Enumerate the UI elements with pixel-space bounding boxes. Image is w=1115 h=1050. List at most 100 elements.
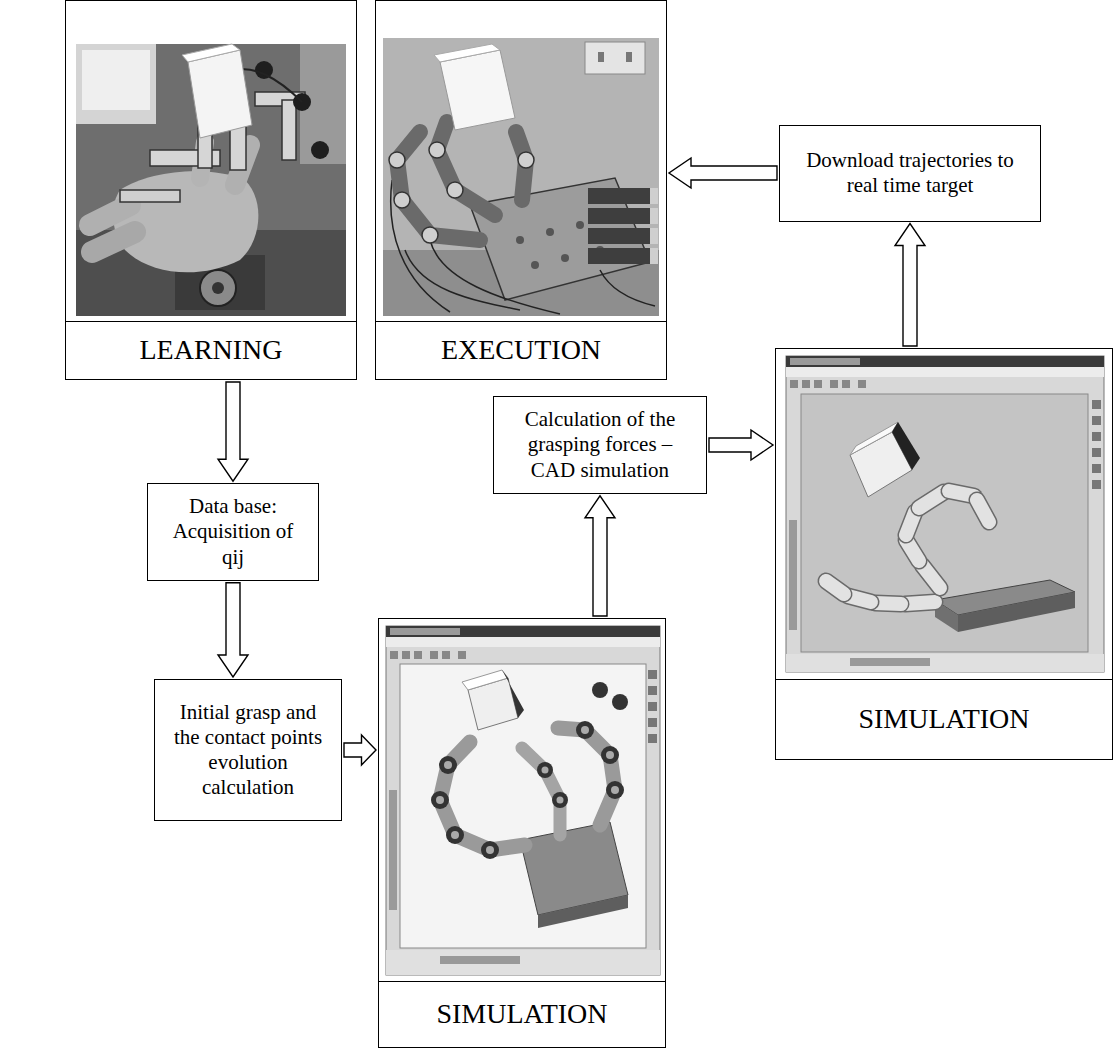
execution-photo-part xyxy=(394,192,410,208)
simulation-screenshot-part xyxy=(648,686,657,695)
simulation-screenshot-part xyxy=(386,626,660,975)
simulation-screenshot-part xyxy=(814,380,822,388)
execution-photo xyxy=(383,38,659,316)
simulation-screenshot-part xyxy=(1092,480,1101,489)
execution-photo-part xyxy=(585,42,645,74)
block-arrow xyxy=(344,735,376,765)
execution-photo-part xyxy=(383,38,659,316)
block-arrow xyxy=(585,496,615,616)
execution-photo-part xyxy=(447,182,463,198)
simulation-screenshot-part xyxy=(431,791,449,809)
simulation-screenshot-part-part xyxy=(919,492,944,508)
simulation-screenshot-part xyxy=(481,841,499,859)
label-bar: SIMULATION xyxy=(776,679,1112,759)
node-text: Data base: Acquisition of qij xyxy=(160,494,306,570)
execution-photo-part xyxy=(531,261,539,269)
simulation-screenshot-part xyxy=(612,694,628,710)
node-text: LEARNING xyxy=(139,335,282,366)
execution-photo-part xyxy=(576,221,584,229)
process-box: Initial grasp and the contact points evo… xyxy=(154,679,342,821)
execution-photo-part xyxy=(391,180,450,312)
simulation-screenshot-part xyxy=(790,380,798,388)
learning-photo-part xyxy=(188,50,252,138)
simulation-screenshot-part xyxy=(786,356,1104,672)
simulation-screenshot-part-part xyxy=(906,512,915,535)
simulation-screenshot-part xyxy=(389,790,397,910)
learning-photo-part xyxy=(200,270,236,306)
process-box: Calculation of the grasping forces – CAD… xyxy=(493,396,707,494)
execution-photo-part xyxy=(434,44,500,62)
learning-photo-part xyxy=(282,100,296,160)
simulation-screenshot-part xyxy=(786,367,1104,377)
simulation-screenshot-part-part xyxy=(905,602,935,604)
execution-photo-part xyxy=(546,228,554,236)
simulation-screenshot-part xyxy=(486,846,494,854)
learning-photo-part xyxy=(76,44,346,316)
node-text: Download trajectories to real time targe… xyxy=(792,148,1028,198)
execution-photo-part xyxy=(422,227,438,243)
simulation-screenshot-part xyxy=(552,792,568,808)
simulation-screenshot-part-part xyxy=(919,492,944,508)
simulation-screenshot xyxy=(386,626,660,975)
block-arrow xyxy=(895,224,925,347)
simulation-screenshot-part xyxy=(439,756,457,774)
simulation-screenshot-part xyxy=(557,797,564,804)
simulation-screenshot-part xyxy=(386,626,660,637)
execution-photo-part xyxy=(430,240,560,314)
simulation-screenshot-part xyxy=(842,380,850,388)
photo-panel: LEARNING xyxy=(65,0,357,380)
simulation-screenshot-part xyxy=(826,491,989,604)
simulation-screenshot-part xyxy=(436,796,444,804)
node-text: Calculation of the grasping forces – CAD… xyxy=(506,407,694,483)
simulation-screenshot-part xyxy=(1092,432,1101,441)
simulation-screenshot-part xyxy=(440,728,615,850)
simulation-screenshot-part xyxy=(601,746,619,764)
execution-photo-part xyxy=(650,228,658,244)
screenshot-panel: SIMULATION xyxy=(775,348,1113,760)
simulation-screenshot-part xyxy=(648,734,657,743)
learning-photo-part xyxy=(92,232,135,252)
simulation-screenshot-part xyxy=(502,670,524,718)
simulation-screenshot-part xyxy=(1092,416,1101,425)
simulation-screenshot-part-part xyxy=(826,581,844,594)
simulation-screenshot-part xyxy=(538,895,628,928)
node-text: SIMULATION xyxy=(436,999,607,1030)
simulation-screenshot-part xyxy=(801,394,1088,652)
simulation-screenshot-part xyxy=(606,751,614,759)
screenshot-panel: SIMULATION xyxy=(378,618,666,1048)
simulation-screenshot-part-part xyxy=(922,565,940,588)
learning-photo-part xyxy=(76,44,156,124)
photo-panel: EXECUTION xyxy=(375,0,667,380)
execution-photo-part xyxy=(588,188,650,204)
simulation-screenshot-part-part xyxy=(905,602,935,604)
learning-photo-part xyxy=(90,205,130,225)
execution-photo-part xyxy=(429,142,445,158)
simulation-screenshot-part-part xyxy=(977,500,989,522)
execution-photo-part xyxy=(600,270,655,306)
simulation-screenshot-part xyxy=(789,520,797,630)
simulation-screenshot-part xyxy=(576,721,594,739)
simulation-screenshot-part xyxy=(386,950,660,975)
simulation-screenshot-part xyxy=(592,682,608,698)
simulation-screenshot-part xyxy=(400,664,646,948)
execution-photo-part xyxy=(397,132,480,240)
simulation-screenshot-part xyxy=(462,670,508,690)
simulation-screenshot-part xyxy=(390,651,398,659)
simulation-screenshot-part xyxy=(414,651,422,659)
simulation-screenshot-part xyxy=(1092,464,1101,473)
simulation-screenshot-part xyxy=(606,781,624,799)
execution-photo-part xyxy=(598,52,604,62)
execution-photo-part xyxy=(440,50,515,130)
simulation-screenshot-part xyxy=(786,356,1104,367)
simulation-screenshot-part-part xyxy=(826,581,844,594)
simulation-screenshot-part xyxy=(442,651,450,659)
simulation-screenshot-part-part xyxy=(522,748,560,835)
simulation-screenshot-part xyxy=(611,786,619,794)
block-arrow xyxy=(669,158,777,188)
simulation-screenshot-part xyxy=(1092,400,1101,409)
simulation-screenshot-part xyxy=(850,422,898,455)
simulation-screenshot-part xyxy=(830,380,838,388)
learning-photo-part xyxy=(120,190,180,202)
execution-photo-part xyxy=(389,152,405,168)
